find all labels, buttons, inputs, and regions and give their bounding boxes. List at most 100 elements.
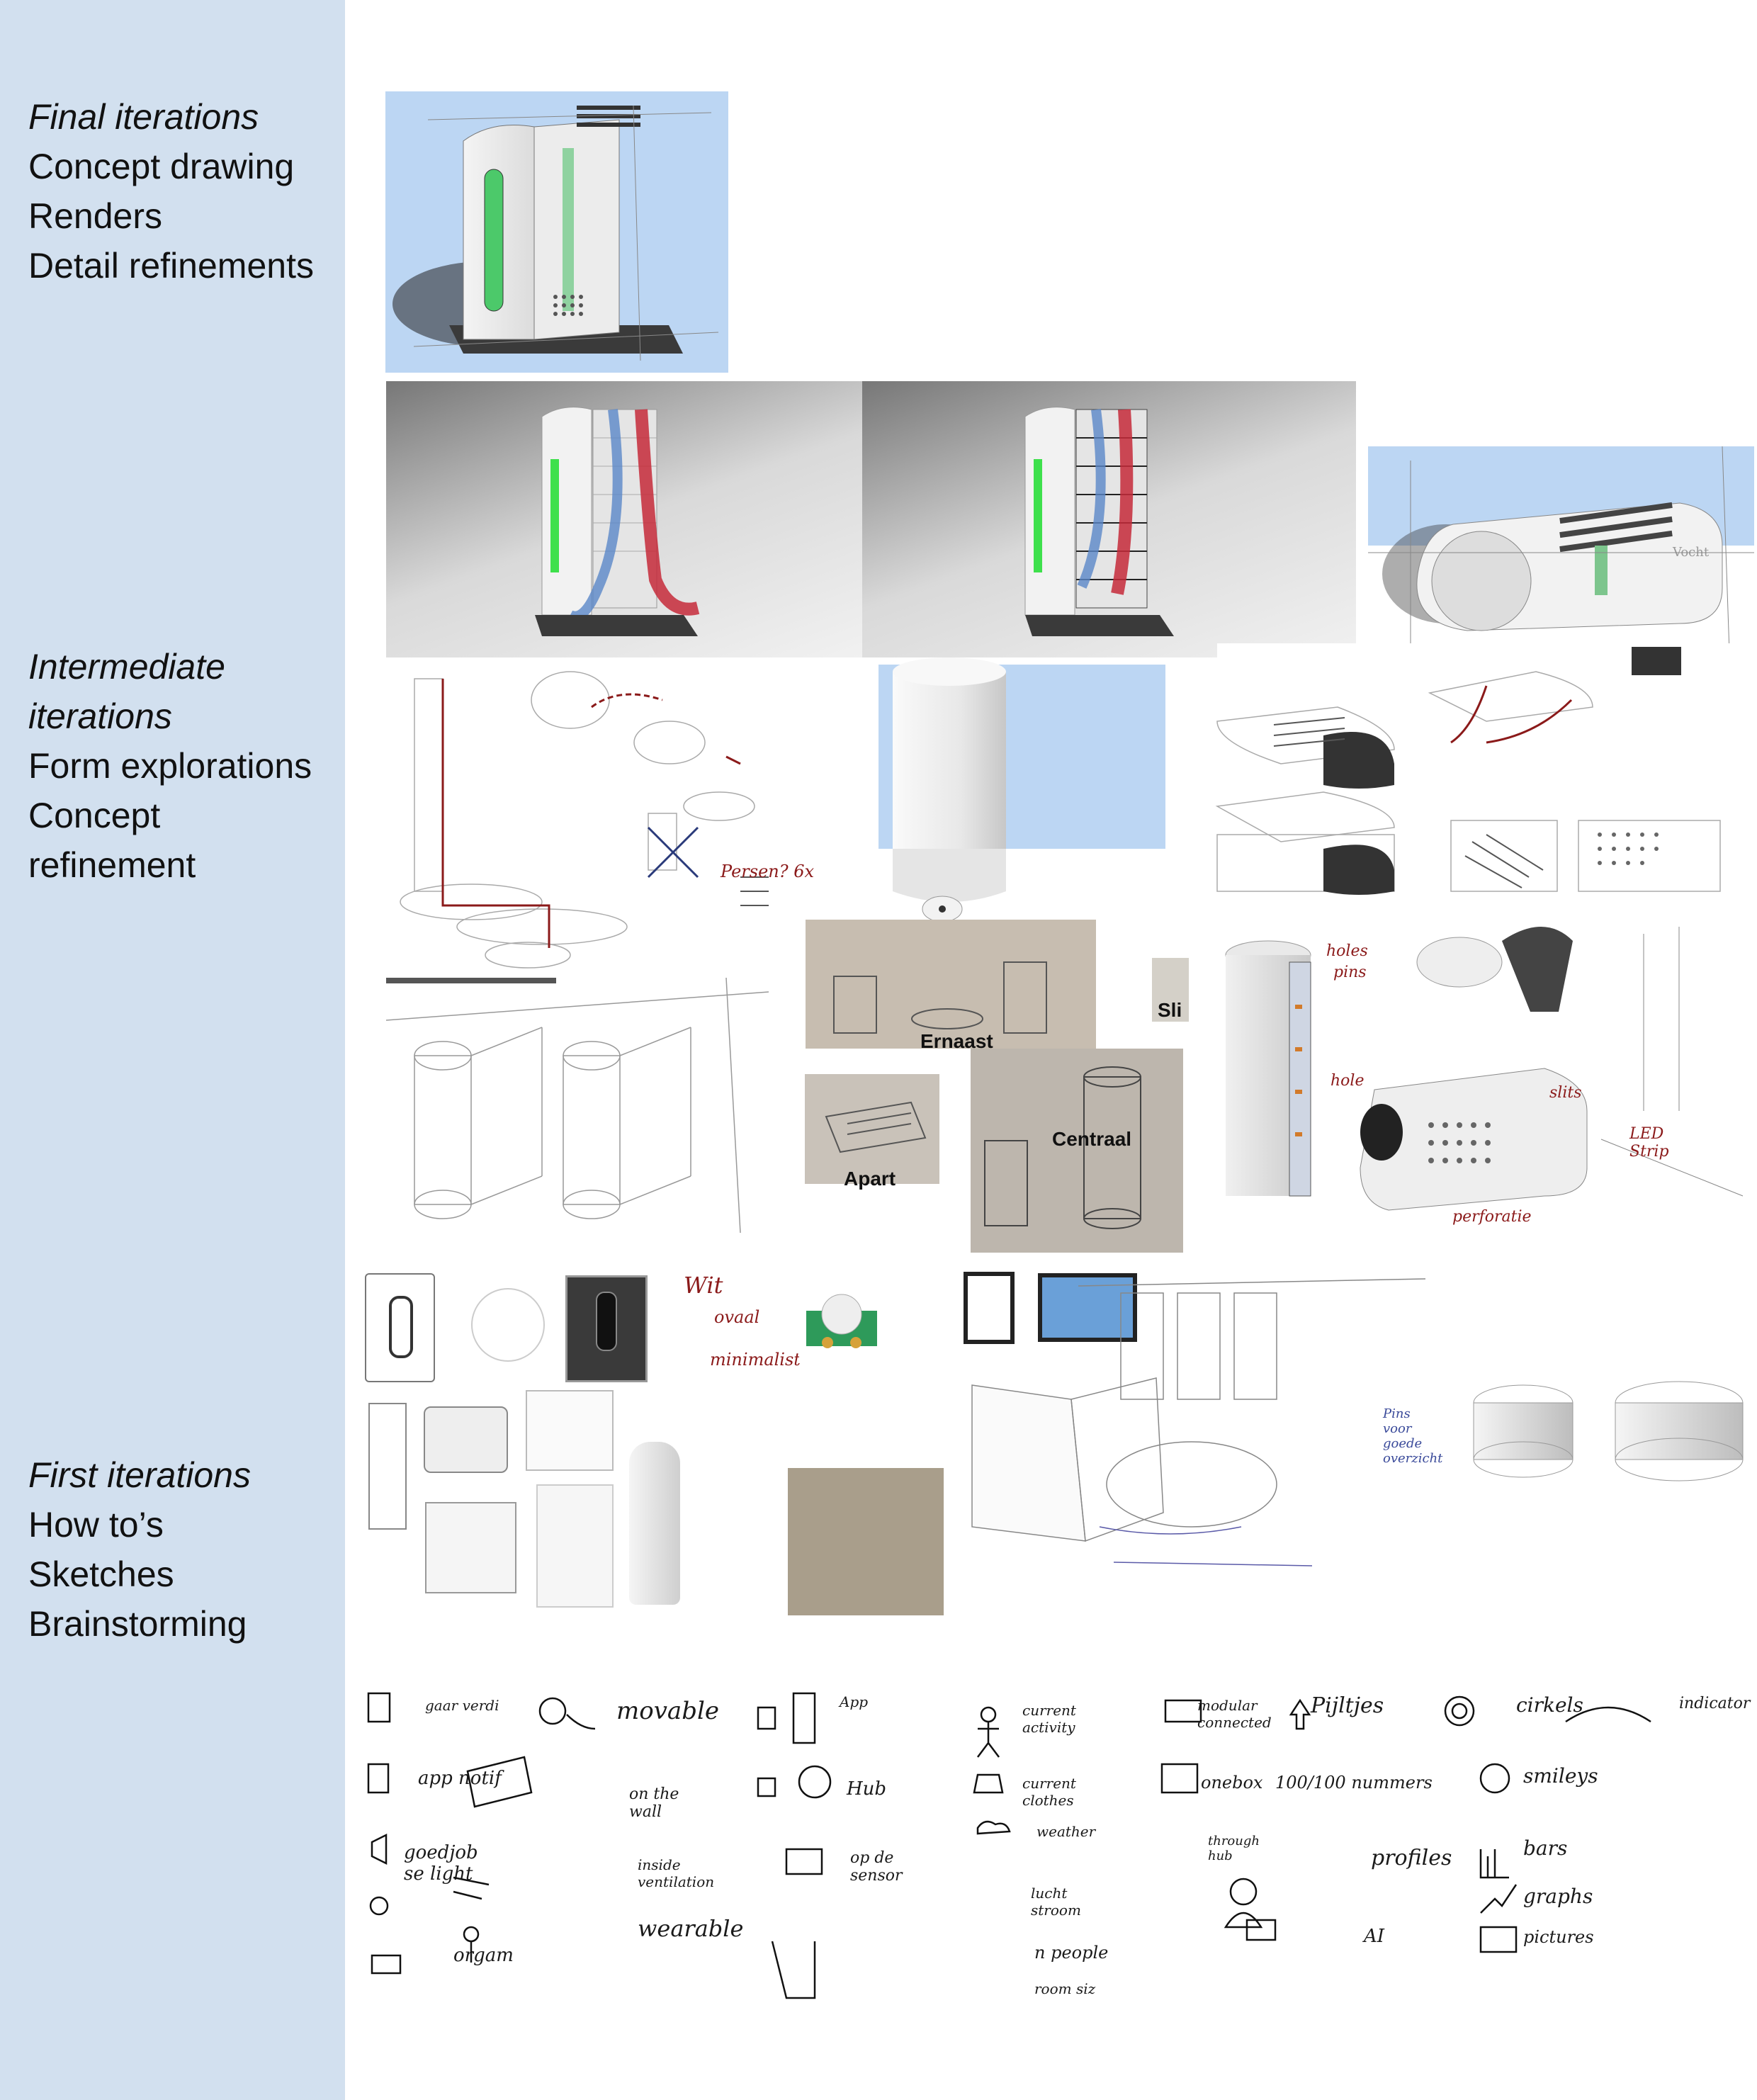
- photo-apart: Apart: [805, 1074, 939, 1190]
- doodle-notif-icon: [367, 1763, 390, 1794]
- pir-sensor-photo: [799, 1282, 884, 1360]
- device-photo-1: [365, 1273, 435, 1382]
- screen-sketch-image: [971, 1278, 1426, 1566]
- concept-drawing: [385, 91, 728, 373]
- photo-ernaast-image: [833, 961, 1047, 1034]
- annotation-perforatie: perforatie: [1452, 1208, 1532, 1226]
- first-item-1: How to’s: [28, 1505, 164, 1545]
- annotation-pins-voor: Pins voor goede overzicht: [1383, 1406, 1443, 1466]
- bs-graphs: graphs: [1523, 1885, 1593, 1908]
- slit-sketch-image: [1215, 647, 1721, 895]
- final-item-2: Renders: [28, 196, 162, 236]
- dark-oval-slot: [596, 1292, 617, 1351]
- photo-frame-1: [964, 1272, 1015, 1344]
- slit-sketch: [1215, 643, 1757, 898]
- screen-sketch: Pins voor goede overzicht: [958, 1272, 1442, 1612]
- intermediate-title-line2: iterations: [28, 696, 172, 736]
- form-exploration-image: [385, 977, 769, 1234]
- detail-refinement-drawing: Vocht: [1368, 446, 1754, 653]
- doodle-cart-icon: [771, 1941, 816, 1999]
- doodle-ai-icon: [1245, 1919, 1277, 1941]
- intermediate-sketch-red: Persen? 6x: [386, 657, 814, 982]
- bs-goedjob: goedjob se light: [404, 1842, 478, 1885]
- vent-unit-photo: [424, 1406, 508, 1473]
- annotation-ovaal: ovaal: [714, 1307, 760, 1327]
- doodle-plant-icon: [757, 1706, 776, 1730]
- annotation-minimalist: minimalist: [710, 1350, 801, 1370]
- bs-room-siz: room siz: [1034, 1980, 1096, 1997]
- boiler-photo: [629, 1442, 680, 1605]
- render-airflow-2: [862, 381, 1356, 657]
- doodle-podium-icon: [371, 1954, 402, 1975]
- final-iterations-title: Final iterations: [28, 97, 259, 137]
- photo-ernaast: Ernaast: [806, 920, 1096, 1052]
- brainstorm-sheet: gaar verdi app notif goedjob se light or…: [361, 1672, 1750, 2005]
- first-iterations-label: First iterations How to’s Sketches Brain…: [28, 1450, 251, 1649]
- sidebar: Final iterations Concept drawing Renders…: [0, 0, 345, 2100]
- led-strip-render: holes pins hole slits LED Strip perforat…: [1219, 898, 1757, 1253]
- bs-n-people: n people: [1034, 1943, 1109, 1963]
- bs-ai: AI: [1364, 1926, 1385, 1947]
- dual-vent-photo: [425, 1502, 516, 1593]
- bs-onebox: onebox: [1201, 1773, 1263, 1793]
- doodle-circle-icon: [538, 1697, 567, 1725]
- bs-indicator: indicator: [1679, 1695, 1751, 1712]
- intermediate-item-3: refinement: [28, 845, 196, 885]
- white-cabinet-photo: [536, 1484, 614, 1608]
- bs-bars: bars: [1523, 1836, 1568, 1860]
- annotation-wit: Wit: [684, 1272, 723, 1299]
- bs-hub: Hub: [847, 1778, 887, 1800]
- cylinder-render-image: [893, 657, 1006, 849]
- bs-cirkels: cirkels: [1516, 1693, 1583, 1717]
- label-slim: Sli: [1158, 999, 1182, 1021]
- bs-on-the-wall: on the wall: [629, 1785, 679, 1821]
- pir-sensor-image: [806, 1294, 877, 1348]
- tall-device-photo: [368, 1403, 407, 1530]
- bs-app: App: [840, 1693, 869, 1710]
- doodle-onebox-icon: [1160, 1763, 1199, 1794]
- doodle-arrow-icon: [566, 1714, 596, 1730]
- label-ernaast: Ernaast: [920, 1030, 993, 1052]
- doodle-hub-icon: [798, 1765, 832, 1799]
- label-apart: Apart: [844, 1168, 896, 1190]
- doodle-activity-icon: [980, 1706, 997, 1723]
- led-strip-render-image: [1225, 927, 1744, 1211]
- doodle-sensor-icon: [785, 1848, 823, 1875]
- doodle-person-icon: [463, 1926, 480, 1943]
- bs-modular: modular connected: [1197, 1697, 1272, 1731]
- cylinder-base: [878, 849, 1006, 927]
- label-centraal: Centraal: [1052, 1128, 1132, 1150]
- doodle-picture-icon: [1479, 1926, 1518, 1953]
- cylinder-base-image: [893, 849, 1006, 922]
- doodle-profile-icon: [1229, 1878, 1258, 1906]
- bs-current-clothes: current clothes: [1022, 1775, 1076, 1809]
- bs-through-hub: through hub: [1208, 1834, 1260, 1863]
- doodle-bars-icon: [1479, 1849, 1509, 1879]
- round-tub-image: [1473, 1381, 1744, 1481]
- bs-movable: movable: [616, 1697, 719, 1725]
- photo-slim: Sli: [1152, 958, 1189, 1022]
- bs-smileys: smileys: [1523, 1764, 1598, 1788]
- final-item-1: Concept drawing: [28, 147, 295, 186]
- doodle-smiley-icon: [1479, 1763, 1510, 1794]
- form-exploration-sketch: [385, 977, 769, 1234]
- intermediate-item-2: Concept: [28, 796, 161, 835]
- render-airflow-2-image: [1024, 407, 1174, 636]
- doodle-modular-icon: [1164, 1699, 1202, 1723]
- intermediate-iterations-label: Intermediate iterations Form exploration…: [28, 642, 312, 890]
- doodle-phone-icon: [367, 1692, 391, 1723]
- bs-lucht-stroom: lucht stroom: [1031, 1885, 1081, 1919]
- render-airflow-1-image: [535, 407, 700, 636]
- final-iterations-label: Final iterations Concept drawing Renders…: [28, 92, 314, 290]
- render-airflow-1: [386, 381, 862, 657]
- bs-weather: weather: [1036, 1823, 1096, 1840]
- bs-current-activity: current activity: [1022, 1702, 1076, 1736]
- bs-pictures: pictures: [1523, 1927, 1594, 1947]
- first-item-2: Sketches: [28, 1554, 174, 1594]
- doodle-cup-icon: [757, 1777, 776, 1797]
- concept-drawing-sketch: [392, 105, 719, 361]
- first-item-3: Brainstorming: [28, 1604, 247, 1644]
- final-item-3: Detail refinements: [28, 246, 314, 286]
- bs-gaar-verdi: gaar verdi: [425, 1697, 499, 1714]
- photo-centraal: Centraal: [971, 1049, 1183, 1253]
